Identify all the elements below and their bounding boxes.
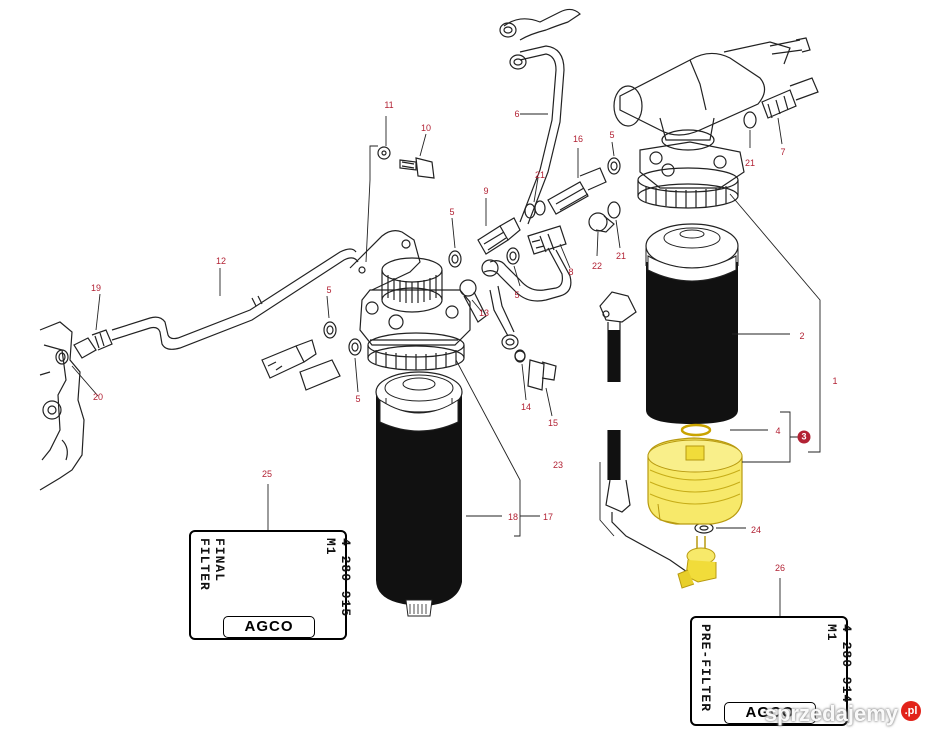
bolt-10 [399,157,435,179]
callout-3: 3 [797,430,811,444]
final-filter-cartridge [375,371,463,617]
fitting-19 [73,329,113,359]
callout-18: 18 [507,512,519,522]
callout-7: 7 [780,147,786,157]
water-sensor-connectors [261,339,341,391]
callout-17: 17 [542,512,554,522]
bolt-15 [527,359,557,391]
callout-2: 2 [799,331,805,341]
callout-19: 19 [90,283,102,293]
washer-5-left [323,321,337,339]
callout-20: 20 [92,392,104,402]
water-separator-bowl-highlight [647,423,743,589]
final-filter-part-number: 4 280 915 M1 [323,538,353,618]
callout-1: 1 [832,376,838,386]
callout-23: 23 [552,460,564,470]
final-filter-title: FINAL FILTER [197,538,227,591]
callout-13: 13 [478,308,490,318]
injection-pump-housing [39,321,85,491]
pre-filter-brand: AGCO [724,702,816,724]
callout-21-a: 21 [534,170,546,180]
final-filter-head [359,257,471,371]
callout-5-c: 5 [514,290,520,300]
leader-lines [71,113,821,618]
washer-20 [55,349,69,365]
pre-filter-head-with-pump [613,37,811,209]
callout-12: 12 [215,256,227,266]
callout-24: 24 [750,525,762,535]
final-filter-decal: FINAL FILTER 4 280 915 M1 AGCO [189,530,353,640]
fitting-9 [477,217,521,255]
fitting-7 [761,77,819,119]
callout-5-b: 5 [609,130,615,140]
callout-21-b: 21 [744,158,756,168]
fitting-13 [459,279,487,323]
callout-6: 6 [514,109,520,119]
callout-15: 15 [547,418,559,428]
callout-22: 22 [591,261,603,271]
callout-4: 4 [775,426,781,436]
callout-16: 16 [572,134,584,144]
callout-21-c: 21 [615,251,627,261]
fuel-pipe-12 [111,248,359,350]
mounting-bracket [349,230,421,291]
fitting-16 [547,167,607,215]
pre-filter-decal: PRE-FILTER 4 280 914 M1 AGCO [690,616,854,726]
callout-8: 8 [568,267,574,277]
fuel-pipe-6 [499,8,581,225]
callout-9: 9 [483,186,489,196]
callout-5-a: 5 [449,207,455,217]
callout-26: 26 [774,563,786,573]
fuel-pipe-8 [481,225,572,362]
plug-22 [588,212,615,233]
watermark: sprzedajemy.pl [765,701,921,727]
callout-5-d: 5 [326,285,332,295]
final-filter-brand: AGCO [223,616,315,638]
callout-10: 10 [420,123,432,133]
watermark-text: sprzedajemy [764,701,898,726]
callout-5-e: 5 [355,394,361,404]
callout-11: 11 [384,100,394,110]
callout-25: 25 [261,469,273,479]
pre-filter-cartridge [645,223,739,424]
callout-14: 14 [520,402,532,412]
pre-filter-title: PRE-FILTER [698,624,713,713]
pre-filter-part-number: 4 280 914 M1 [824,624,854,704]
watermark-suffix: .pl [901,701,921,721]
